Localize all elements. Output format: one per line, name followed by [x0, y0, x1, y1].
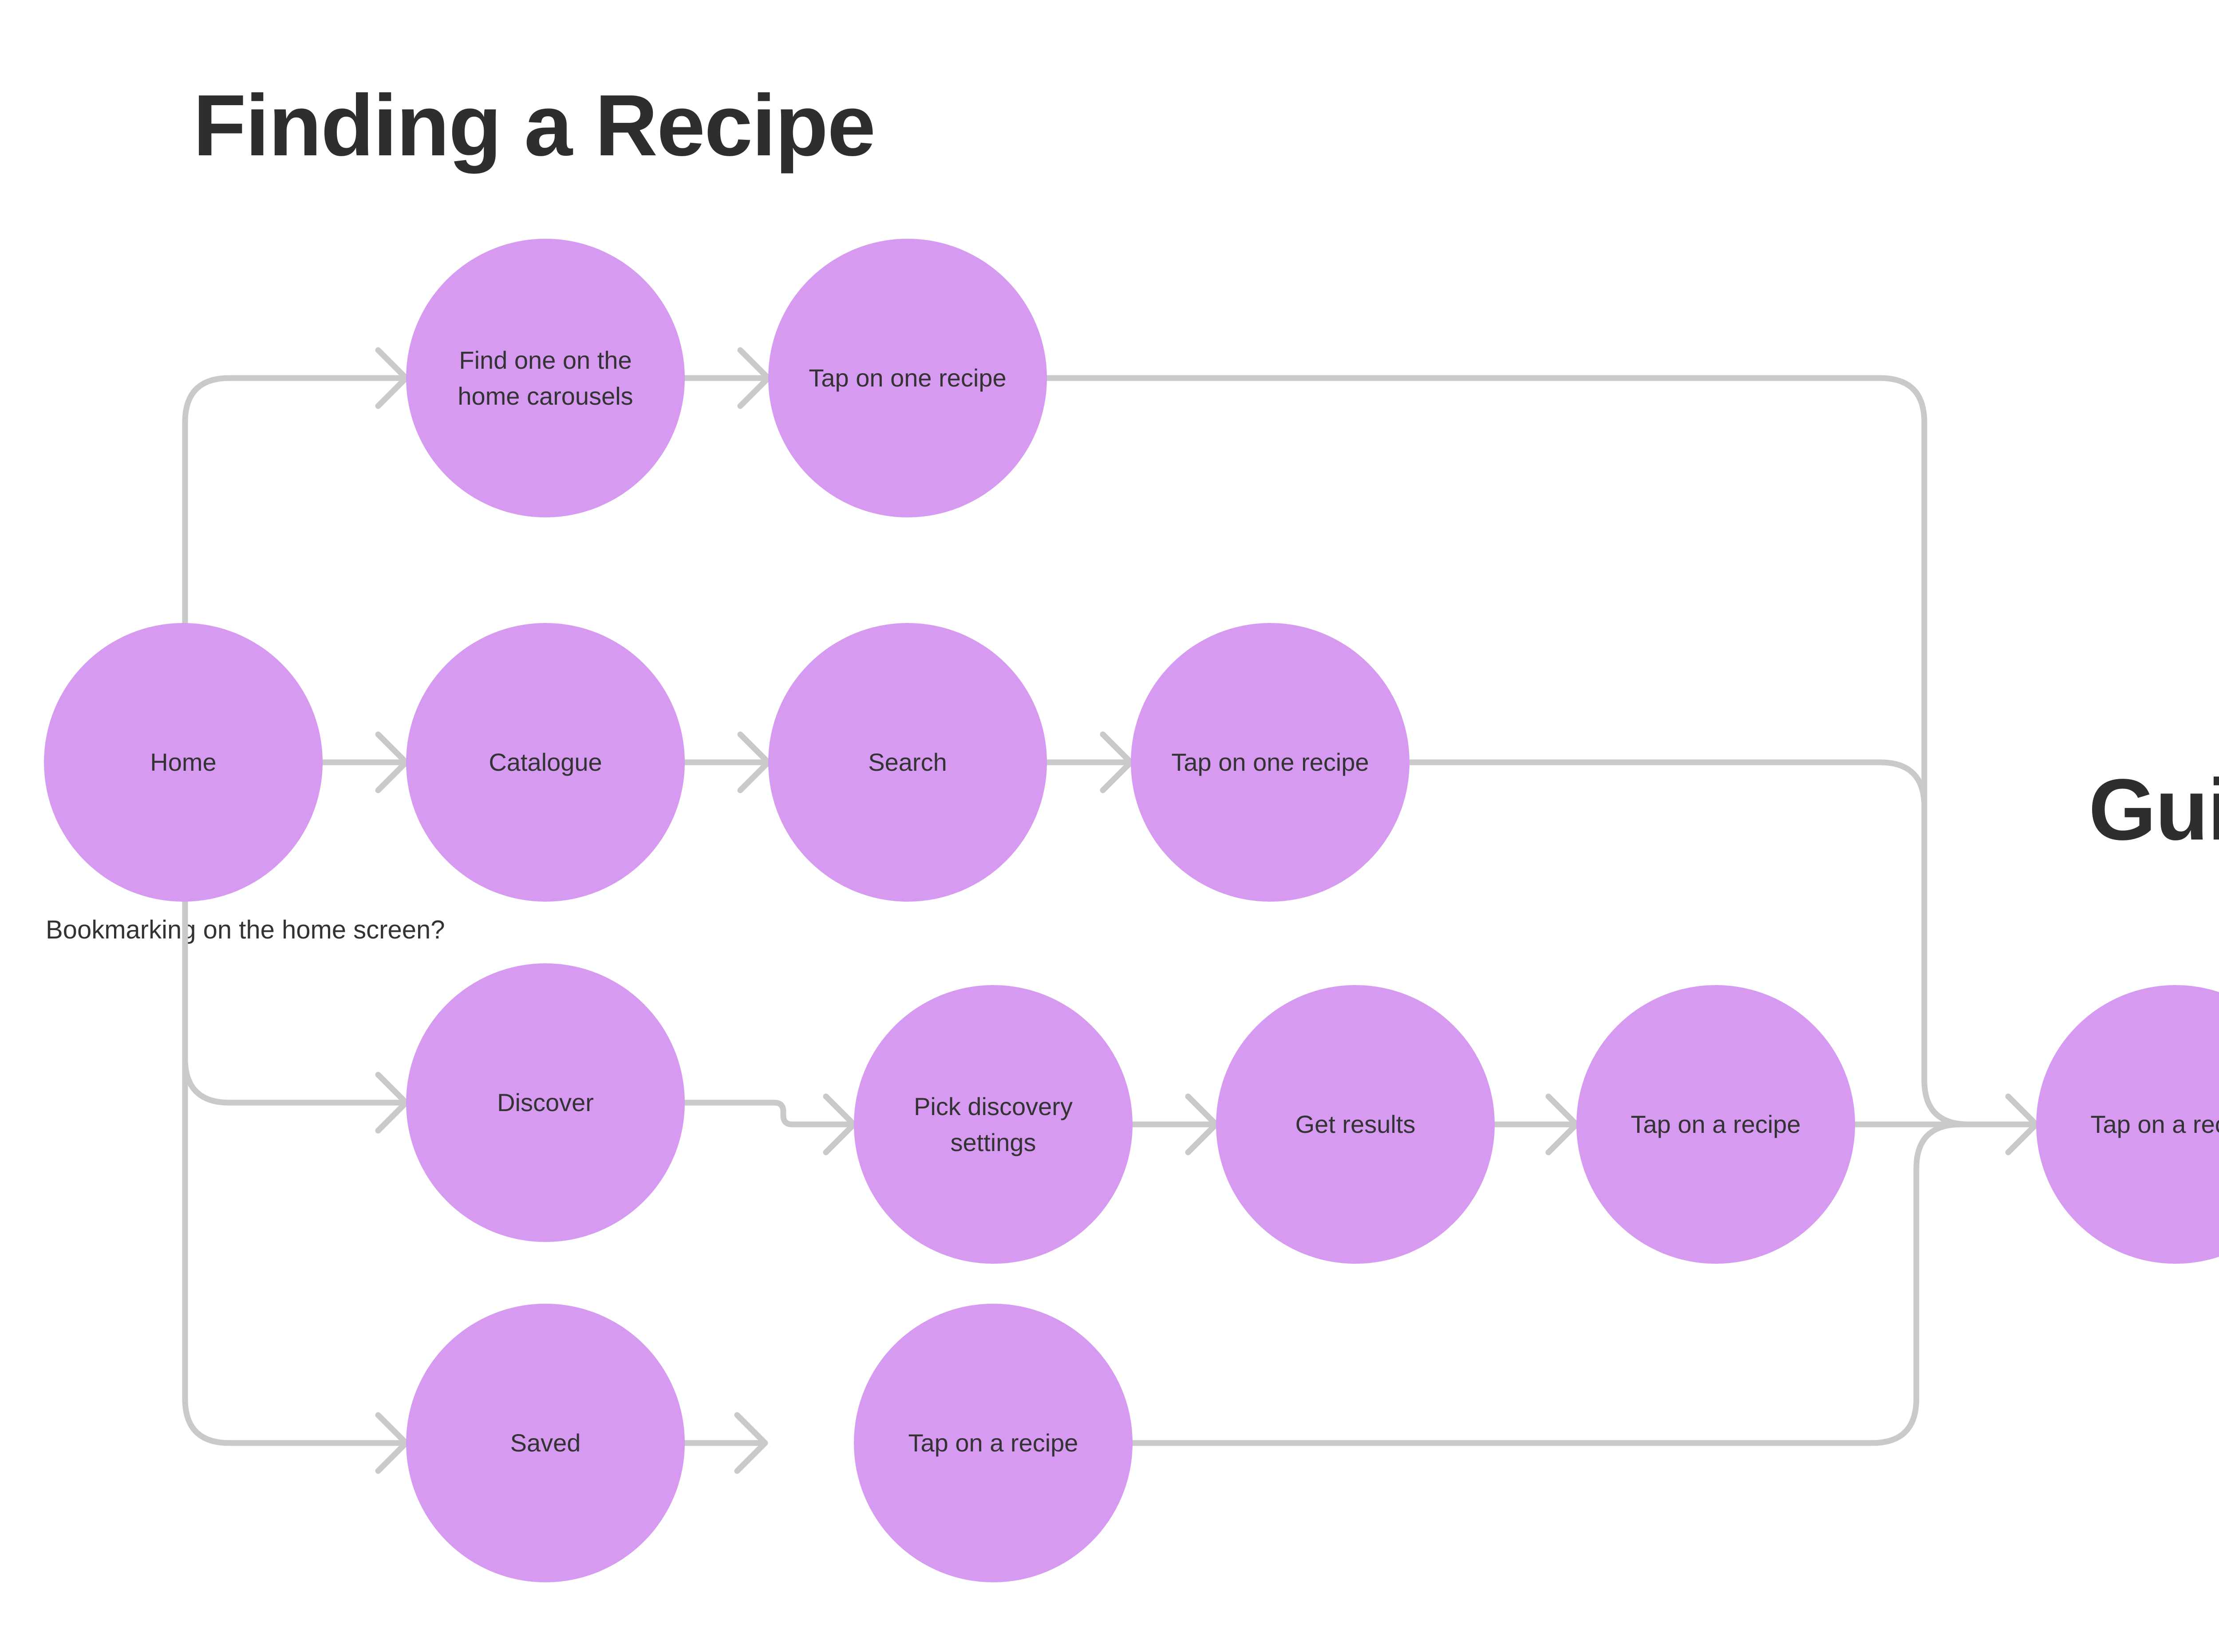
node-label: Tap on one recipe: [809, 364, 1007, 392]
node-label: Catalogue: [489, 748, 602, 777]
node-find-carousels[interactable]: Find one on the home carousels: [406, 239, 685, 517]
annotation-bookmarking: Bookmarking on the home screen?: [46, 915, 445, 944]
edge-home-find-carousels: [182, 375, 405, 765]
node-search[interactable]: Search: [768, 623, 1047, 902]
guided-activity-title: Guided Activity: [2089, 761, 2219, 858]
node-home[interactable]: Home: [44, 623, 323, 902]
node-label: Tap on one recipe: [1171, 748, 1369, 777]
node-tap-on-a-recipe-discover[interactable]: Tap on a recipe: [1576, 985, 1855, 1264]
finding-recipe-title: Finding a Recipe: [193, 77, 876, 174]
node-label: Saved: [510, 1429, 581, 1457]
node-label: Discover: [497, 1088, 594, 1117]
node-tap-one-recipe-search[interactable]: Tap on one recipe: [1131, 623, 1410, 902]
node-tap-on-a-recipe-saved[interactable]: Tap on a recipe: [854, 1304, 1133, 1582]
edge-home-saved: [182, 759, 405, 1446]
node-pick-discovery-settings[interactable]: Pick discovery settings: [854, 985, 1133, 1264]
arrowhead-tap-recipe-b: [734, 1412, 768, 1474]
node-get-results[interactable]: Get results: [1216, 985, 1495, 1264]
edge-home-discover: [182, 1055, 405, 1106]
node-label: Pick discovery settings: [914, 1092, 1073, 1156]
node-label: Get results: [1295, 1110, 1416, 1139]
node-label: Home: [150, 748, 217, 777]
node-label: Tap on a recipe: [908, 1429, 1078, 1457]
node-saved[interactable]: Saved: [406, 1304, 685, 1582]
node-label: Tap on a recipe: [1631, 1110, 1801, 1139]
node-label: Find one on the home carousels: [458, 346, 633, 410]
node-discover[interactable]: Discover: [406, 963, 685, 1242]
edge-tap-one-a-merge: [904, 375, 1972, 1128]
node-label: Search: [868, 748, 947, 777]
node-catalogue[interactable]: Catalogue: [406, 623, 685, 902]
node-tap-one-recipe-carousels[interactable]: Tap on one recipe: [768, 239, 1047, 517]
edge-tap-one-b-merge: [1267, 759, 1927, 810]
edge-tap-recipe-b-merge: [990, 1121, 1964, 1446]
node-label: Tap on a recipe: [2090, 1110, 2219, 1139]
edge-discover-pick-settings: [542, 1100, 853, 1128]
